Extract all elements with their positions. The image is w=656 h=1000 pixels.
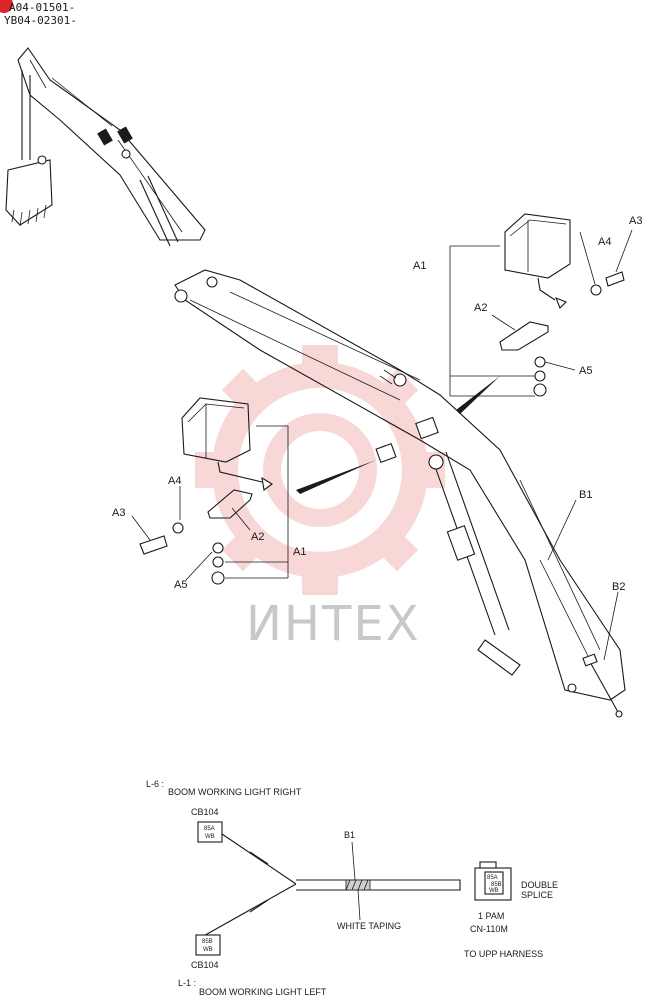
boom-callouts: B1 B2 bbox=[547, 489, 625, 661]
wiring-diagram: L-6 : BOOM WORKING LIGHT RIGHT CB104 85A… bbox=[146, 779, 558, 997]
callout-a2-right: A2 bbox=[474, 302, 487, 314]
watermark-text: ИНТЕХ bbox=[246, 596, 421, 652]
wiring-ref-bottom: L-1 : bbox=[178, 978, 196, 988]
splice-box-line1: 85A bbox=[487, 875, 498, 881]
left-callouts: A1 A2 A3 A4 A5 bbox=[112, 475, 306, 591]
white-taping-label: WHITE TAPING bbox=[337, 921, 401, 931]
callout-a5-right: A5 bbox=[579, 365, 592, 377]
double-splice-label-2: SPLICE bbox=[521, 890, 553, 900]
right-lamp-assembly bbox=[449, 213, 633, 397]
callout-a3-right: A3 bbox=[629, 215, 642, 227]
header: A04-01501- YB04-02301- bbox=[0, 0, 77, 27]
callout-a3-left: A3 bbox=[112, 507, 125, 519]
connector-box-top bbox=[197, 821, 223, 843]
to-upp-harness-label: TO UPP HARNESS bbox=[464, 949, 543, 959]
wiring-ref-top: L-6 : bbox=[146, 779, 164, 789]
pointer-wedge-right bbox=[456, 376, 500, 414]
callout-a5-left: A5 bbox=[174, 579, 187, 591]
connector-number-label: CN-110M bbox=[470, 924, 508, 934]
callout-a1-left: A1 bbox=[293, 546, 306, 558]
double-splice-label-1: DOUBLE bbox=[521, 880, 558, 890]
excavator-overview bbox=[5, 47, 206, 247]
callout-a4-right: A4 bbox=[598, 236, 611, 248]
pointer-wedge-left bbox=[296, 460, 376, 494]
pam-label: 1 PAM bbox=[478, 911, 504, 921]
callout-b1: B1 bbox=[579, 489, 592, 501]
serial-line-2: YB04-02301- bbox=[4, 14, 77, 27]
left-lamp-assembly bbox=[131, 397, 289, 585]
boom-assembly bbox=[174, 269, 626, 718]
wiring-title-top: BOOM WORKING LIGHT RIGHT bbox=[168, 787, 302, 797]
right-callouts: A1 A2 A3 A4 A5 bbox=[413, 215, 642, 377]
connector-label-bottom: CB104 bbox=[191, 960, 219, 970]
callout-a4-left: A4 bbox=[168, 475, 181, 487]
watermark-gear-icon bbox=[195, 345, 445, 595]
harness-label-b1: B1 bbox=[344, 830, 355, 840]
connector-box-bottom-line2: WB bbox=[203, 947, 213, 953]
splice-box-line2: 85B bbox=[491, 882, 502, 888]
callout-b2: B2 bbox=[612, 581, 625, 593]
serial-line-1: A04-01501- bbox=[9, 1, 75, 14]
callout-a1-right: A1 bbox=[413, 260, 426, 272]
connector-box-top-line1: 85A bbox=[204, 826, 215, 832]
connector-box-bottom bbox=[195, 934, 221, 956]
callout-a2-left: A2 bbox=[251, 531, 264, 543]
connector-box-bottom-line1: 85B bbox=[202, 939, 213, 945]
page-badge bbox=[0, 0, 13, 13]
connector-label-top: CB104 bbox=[191, 807, 219, 817]
connector-box-top-line2: WB bbox=[205, 834, 215, 840]
splice-box-line3: WB bbox=[489, 888, 499, 894]
wiring-title-bottom: BOOM WORKING LIGHT LEFT bbox=[199, 987, 327, 997]
